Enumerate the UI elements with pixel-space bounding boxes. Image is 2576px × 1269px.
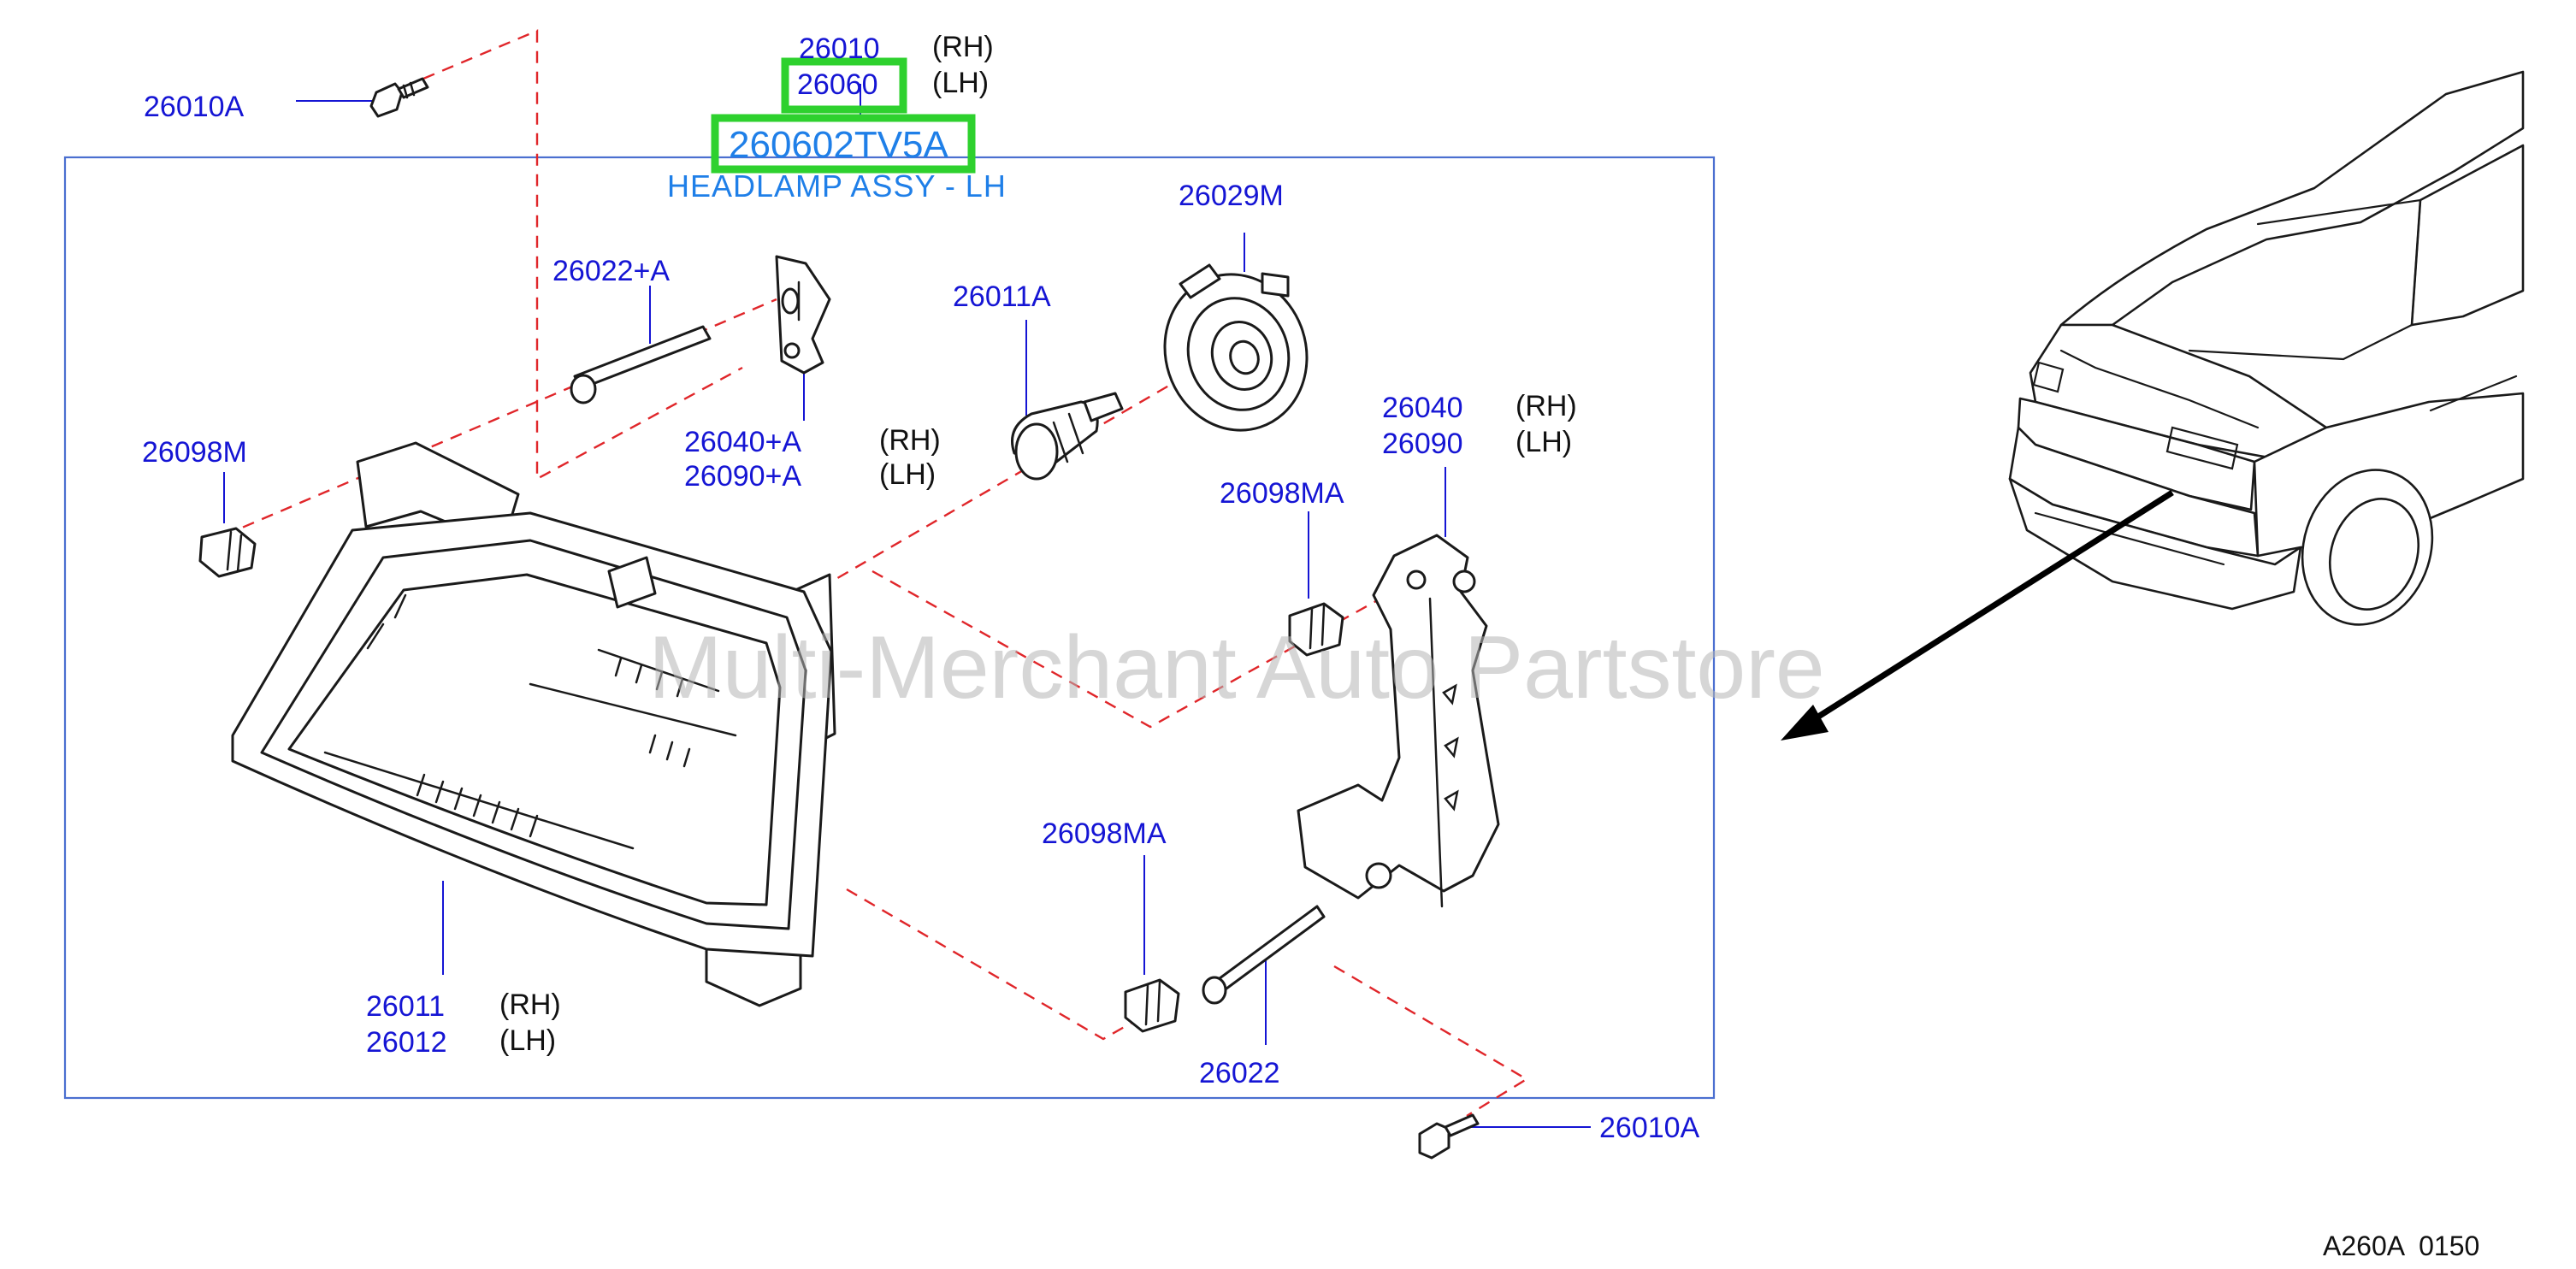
callout-26011-rh: (RH) bbox=[499, 989, 561, 1021]
callout-26060[interactable]: 26060 bbox=[797, 68, 878, 101]
callout-26040a[interactable]: 26040+A bbox=[684, 426, 801, 458]
adjuster-26040a-part[interactable] bbox=[775, 255, 831, 375]
diagram-code: A260A 0150 bbox=[2323, 1231, 2479, 1261]
highlight-box-26060 bbox=[781, 57, 907, 114]
bracket-26040-part[interactable] bbox=[1297, 534, 1500, 908]
headlamp-caption: HEADLAMP ASSY - LH bbox=[667, 168, 1007, 204]
clip-26098ma-upper-part[interactable] bbox=[1288, 602, 1344, 657]
callout-26098ma-lower[interactable]: 26098MA bbox=[1042, 817, 1167, 850]
callout-26098m[interactable]: 26098M bbox=[142, 436, 247, 469]
callout-26090-lh: (LH) bbox=[1515, 426, 1572, 458]
callout-26060-lh: (LH) bbox=[932, 67, 989, 99]
callout-26090[interactable]: 26090 bbox=[1382, 428, 1463, 460]
clip-26098m-part[interactable] bbox=[198, 527, 257, 578]
callout-26040[interactable]: 26040 bbox=[1382, 392, 1463, 424]
callout-26090a[interactable]: 26090+A bbox=[684, 460, 801, 493]
watermark: Multi-Merchant Auto Partstore bbox=[648, 618, 1825, 717]
callout-26029m[interactable]: 26029M bbox=[1179, 180, 1284, 212]
assembly-frame bbox=[63, 156, 1716, 1100]
highlight-box-260602tv5a bbox=[711, 114, 976, 174]
location-arrow bbox=[1781, 490, 2174, 741]
callout-26040a-rh: (RH) bbox=[879, 424, 941, 457]
callout-26010[interactable]: 26010 bbox=[799, 32, 880, 65]
clip-26098ma-lower-part[interactable] bbox=[1124, 978, 1180, 1033]
callout-26040-rh: (RH) bbox=[1515, 390, 1577, 422]
screw-bottom-part[interactable] bbox=[1418, 1113, 1480, 1160]
callout-26012-lh: (LH) bbox=[499, 1024, 556, 1057]
callout-26022a[interactable]: 26022+A bbox=[552, 255, 670, 287]
callout-26011[interactable]: 26011 bbox=[366, 990, 445, 1023]
callout-26011a[interactable]: 26011A bbox=[953, 280, 1051, 313]
callout-26090a-lh: (LH) bbox=[879, 458, 936, 491]
callout-260602tv5a[interactable]: 260602TV5A bbox=[729, 124, 949, 166]
callout-26010-rh: (RH) bbox=[932, 31, 994, 63]
callout-26098ma-upper[interactable]: 26098MA bbox=[1220, 477, 1344, 510]
headlamp-assembly-part[interactable] bbox=[231, 441, 836, 1007]
callout-26010a-top[interactable]: 26010A bbox=[144, 91, 245, 123]
leader-lines bbox=[223, 84, 1591, 1128]
bolt-26022-part[interactable] bbox=[1202, 905, 1326, 1005]
callout-26010a-bottom[interactable]: 26010A bbox=[1599, 1112, 1700, 1144]
screw-top-part[interactable] bbox=[369, 77, 429, 118]
callout-26022[interactable]: 26022 bbox=[1199, 1057, 1280, 1089]
socket-26029m-part[interactable] bbox=[1145, 256, 1327, 449]
pin-26022a-part[interactable] bbox=[570, 325, 712, 404]
callout-26012[interactable]: 26012 bbox=[366, 1026, 447, 1059]
vehicle-location-sketch bbox=[2008, 70, 2525, 626]
bulb-26011a-part[interactable] bbox=[1011, 392, 1124, 481]
